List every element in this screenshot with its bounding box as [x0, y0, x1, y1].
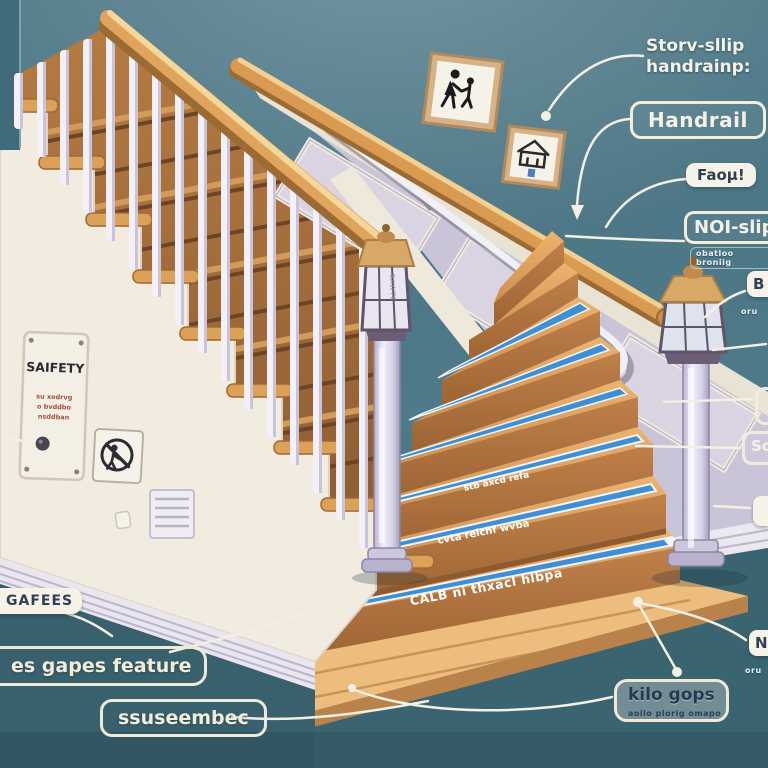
picture-frame-people: [421, 51, 505, 133]
label-no-slip: NOI-slip: [684, 211, 768, 244]
callout-line-sign: [0, 435, 36, 445]
label-edge-b-sub: oru: [741, 307, 758, 316]
callout-line-sc: [634, 444, 742, 450]
label-faq: Faoµ!: [686, 163, 756, 187]
stair-riser: [442, 311, 600, 406]
callout-line-right-1: [711, 342, 768, 352]
callout-line-topnote: [547, 54, 645, 112]
right-lantern-post: [652, 256, 748, 587]
label-edge-partial-2: [753, 496, 768, 526]
stair-tread: [494, 231, 564, 303]
label-handrail: Handrail: [630, 101, 766, 139]
floor-left: [0, 584, 315, 768]
safety-sign-title: SAIFETY: [26, 359, 85, 376]
callout-dots: [348, 111, 682, 692]
label-edge-n-sub: oru: [745, 666, 762, 675]
people-pictogram-icon: [440, 69, 474, 109]
wall-vent: [149, 489, 195, 539]
label-susecembec: ssuseembec: [100, 699, 267, 737]
lantern-glass-text: SAWTE: [388, 274, 397, 302]
callout-line-right-2: [662, 397, 754, 404]
stair-tread: [469, 263, 578, 340]
staircase-steps: CALB ni thxacl hlbpa cvta relchf wvba st…: [270, 231, 680, 661]
label-top-note: Storv-sllip handrainp:: [646, 36, 751, 79]
callout-line-noslip: [564, 234, 686, 243]
no-running-sign: [91, 428, 145, 485]
callout-line-suse: [230, 699, 430, 721]
callout-arrowhead: [571, 205, 584, 220]
small-fixture: [114, 510, 132, 530]
callout-line-n: [636, 601, 748, 642]
label-edge-n: N: [749, 630, 768, 656]
callout-line-right-3: [712, 504, 752, 510]
label-top-note-line1: Storv-sllip: [646, 36, 745, 56]
callout-line-faq: [604, 177, 688, 229]
sign-knob: [35, 436, 50, 451]
label-edge-partial-1: [755, 387, 768, 425]
callout-line-n2: [636, 601, 679, 673]
label-edge-b: B: [747, 271, 768, 297]
callout-line-kilo: [350, 687, 614, 712]
safety-sign-line: su xedrvg: [36, 392, 73, 401]
label-gapes-feature: es gapes feature: [0, 646, 208, 686]
stair-riser: [270, 547, 680, 661]
main-wood-handrail: [98, 10, 398, 268]
label-kilo-gops-sub: aoilo plorig omapo: [628, 709, 722, 718]
floor-vignette: [0, 732, 768, 768]
callout-line-handrail: [575, 117, 632, 207]
baluster-group: [14, 27, 368, 548]
label-top-note-line2: handrainp:: [646, 57, 751, 78]
callout-lines: [0, 54, 768, 721]
safety-sign-line: nsddban: [38, 412, 70, 421]
stair-riser: [380, 397, 638, 499]
label-edge-sc: Sc: [742, 431, 768, 465]
mid-lantern-post: SAWTE: [352, 224, 428, 585]
stair-riser: [469, 273, 578, 364]
safety-sign: SAIFETY su xedrvg o bvddbo nsddban: [18, 330, 90, 482]
stair-riser: [309, 494, 666, 604]
floor-platform: [252, 580, 768, 744]
stair-riser: [346, 444, 653, 550]
picture-frame-house: [500, 124, 567, 190]
label-gafees: GAFEES: [0, 588, 83, 614]
label-kilo-gops: kilo gops: [614, 679, 729, 722]
label-no-slip-sub: obatloo broniig: [690, 247, 768, 269]
house-pictogram-icon: [517, 139, 550, 178]
callout-line-b: [703, 289, 747, 319]
stair-riser: [412, 352, 620, 451]
stair-riser: [494, 241, 564, 325]
safety-sign-line: o bvddbo: [37, 402, 72, 411]
